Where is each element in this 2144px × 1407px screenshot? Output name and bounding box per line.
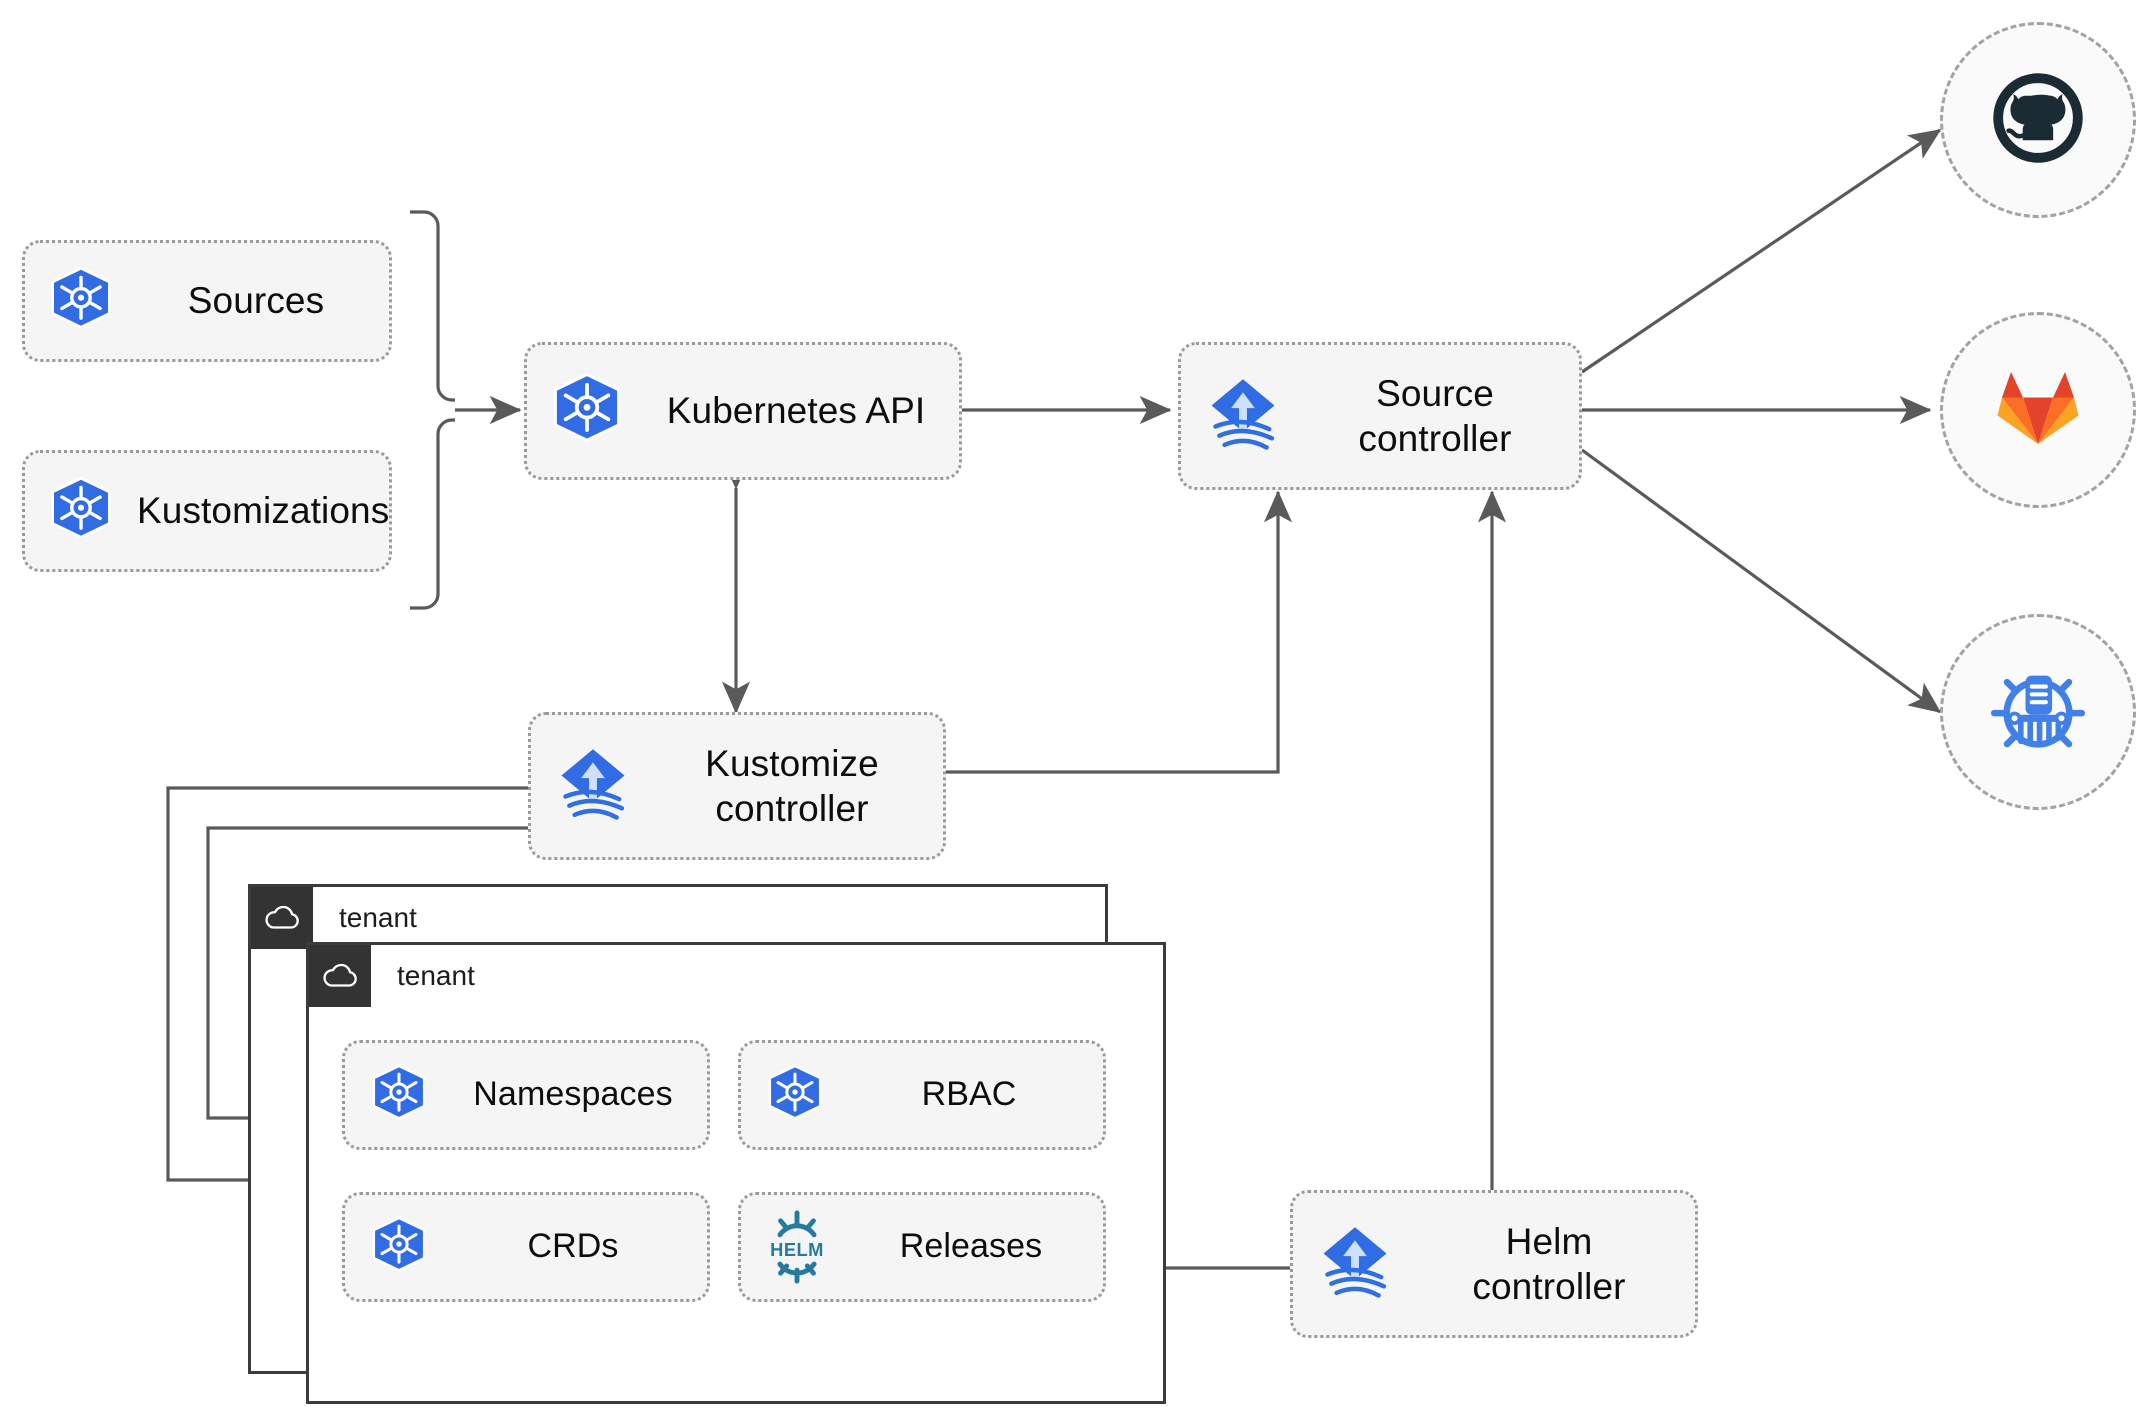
cloud-icon [309,945,371,1007]
kubernetes-icon [25,266,137,336]
edge-kustomizectrl-sourcectrl [946,490,1293,774]
kubernetes-icon [527,372,647,450]
tenant-header: tenant [251,887,417,949]
kubernetes-icon [345,1216,453,1278]
node-helm-controller[interactable]: Helm controller [1290,1190,1698,1338]
gitlab-icon [1990,360,2086,461]
kubernetes-icon [741,1064,849,1126]
provider-github[interactable] [1940,22,2136,218]
tenant-label: tenant [397,960,475,991]
edge-bracket-bottom [410,418,455,610]
resource-label: CRDs [527,1227,619,1266]
provider-gitlab[interactable] [1940,312,2136,508]
node-kustomizations[interactable]: Kustomizations [22,450,392,572]
helm-repository-icon [1988,660,2088,765]
node-label: Kustomizations [137,490,390,532]
flux-icon [531,744,655,828]
node-label: Source controller [1358,372,1512,459]
tenant-header: tenant [309,945,475,1007]
tenant-resource-rbac[interactable]: RBAC [738,1040,1106,1150]
tenant-resource-crds[interactable]: CRDs [342,1192,710,1302]
edge-bracket-top [410,210,455,402]
edge-sourcectrl-helmrepo [1581,448,1942,714]
tenant-container-inner[interactable]: tenant [306,942,1166,1404]
node-label: Kubernetes API [666,390,926,432]
edge-sourcectrl-github [1581,128,1942,374]
node-label: Sources [187,280,325,322]
tenant-label: tenant [339,902,417,933]
provider-helm-repository[interactable] [1940,614,2136,810]
node-kubernetes-api[interactable]: Kubernetes API [524,342,962,480]
resource-label: RBAC [921,1075,1017,1114]
kubernetes-icon [25,476,137,546]
kubernetes-icon [345,1064,453,1126]
tenant-resource-releases[interactable]: HELM Releases [738,1192,1106,1302]
tenant-resource-namespaces[interactable]: Namespaces [342,1040,710,1150]
flux-icon [1293,1222,1417,1306]
flux-icon [1181,374,1305,458]
node-source-controller[interactable]: Source controller [1178,342,1582,490]
node-label: Kustomize controller [705,742,879,829]
node-label: Helm controller [1472,1220,1626,1307]
github-icon [1989,69,2087,172]
cloud-icon [251,887,313,949]
helm-icon: HELM [741,1208,853,1286]
resource-label: Releases [899,1227,1043,1266]
svg-text:HELM: HELM [770,1239,824,1260]
node-kustomize-controller[interactable]: Kustomize controller [528,712,946,860]
resource-label: Namespaces [473,1075,673,1114]
node-sources[interactable]: Sources [22,240,392,362]
